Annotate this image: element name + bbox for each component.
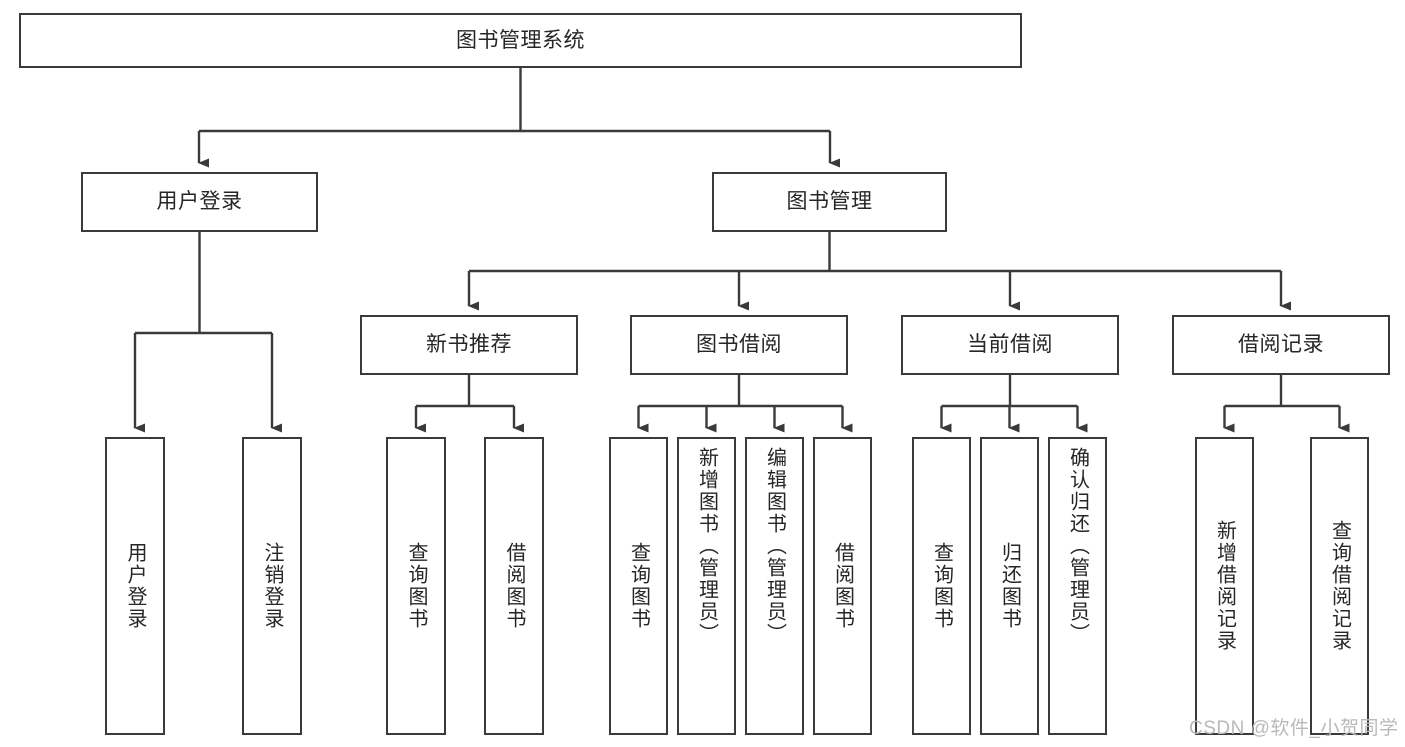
csdn-watermark: CSDN @软件_小贺同学 (1189, 718, 1399, 739)
node-leaf-user-login-label: 用户登录 (124, 542, 146, 630)
node-new-book-recommend[interactable]: 新书推荐 (360, 315, 578, 375)
node-leaf-confirm-return-admin-label: 确认归还（管理员） (1066, 447, 1089, 645)
node-current-borrow-label: 当前借阅 (967, 333, 1053, 357)
node-leaf-query-borrow-record-label: 查询借阅记录 (1328, 520, 1351, 652)
node-current-borrow[interactable]: 当前借阅 (901, 315, 1119, 375)
node-leaf-return-book[interactable]: 归还图书 (980, 437, 1039, 735)
node-borrow-record-label: 借阅记录 (1238, 333, 1324, 357)
node-leaf-borrow-book-label: 借阅图书 (831, 542, 854, 630)
node-leaf-query-book-current-label: 查询图书 (930, 542, 953, 630)
node-book-borrow-label: 图书借阅 (696, 333, 782, 357)
node-leaf-query-book-recommend[interactable]: 查询图书 (386, 437, 446, 735)
node-borrow-record[interactable]: 借阅记录 (1172, 315, 1390, 375)
node-user-login-label: 用户登录 (156, 190, 243, 214)
node-root-system[interactable]: 图书管理系统 (19, 13, 1022, 68)
node-leaf-logout-label: 注销登录 (261, 542, 283, 630)
node-new-book-recommend-label: 新书推荐 (426, 333, 512, 357)
node-book-management[interactable]: 图书管理 (712, 172, 947, 232)
node-book-management-label: 图书管理 (786, 190, 873, 214)
node-book-borrow[interactable]: 图书借阅 (630, 315, 848, 375)
node-leaf-user-login[interactable]: 用户登录 (105, 437, 165, 735)
node-leaf-edit-book-admin[interactable]: 编辑图书（管理员） (745, 437, 804, 735)
node-leaf-add-book-admin[interactable]: 新增图书（管理员） (677, 437, 736, 735)
node-leaf-confirm-return-admin[interactable]: 确认归还（管理员） (1048, 437, 1107, 735)
node-leaf-query-book-borrow[interactable]: 查询图书 (609, 437, 668, 735)
node-leaf-query-borrow-record[interactable]: 查询借阅记录 (1310, 437, 1369, 735)
node-leaf-return-book-label: 归还图书 (998, 542, 1021, 630)
node-root-label: 图书管理系统 (456, 28, 585, 52)
node-leaf-borrow-book[interactable]: 借阅图书 (813, 437, 872, 735)
node-leaf-query-book-borrow-label: 查询图书 (627, 542, 650, 630)
node-user-login[interactable]: 用户登录 (81, 172, 318, 232)
node-leaf-edit-book-admin-label: 编辑图书（管理员） (763, 447, 786, 645)
node-leaf-add-borrow-record-label: 新增借阅记录 (1213, 520, 1236, 652)
node-leaf-query-book-current[interactable]: 查询图书 (912, 437, 971, 735)
node-leaf-add-book-admin-label: 新增图书（管理员） (695, 447, 718, 645)
node-leaf-borrow-book-recommend[interactable]: 借阅图书 (484, 437, 544, 735)
node-leaf-add-borrow-record[interactable]: 新增借阅记录 (1195, 437, 1254, 735)
node-leaf-logout[interactable]: 注销登录 (242, 437, 302, 735)
node-leaf-borrow-book-recommend-label: 借阅图书 (503, 542, 525, 630)
node-leaf-query-book-recommend-label: 查询图书 (405, 542, 427, 630)
